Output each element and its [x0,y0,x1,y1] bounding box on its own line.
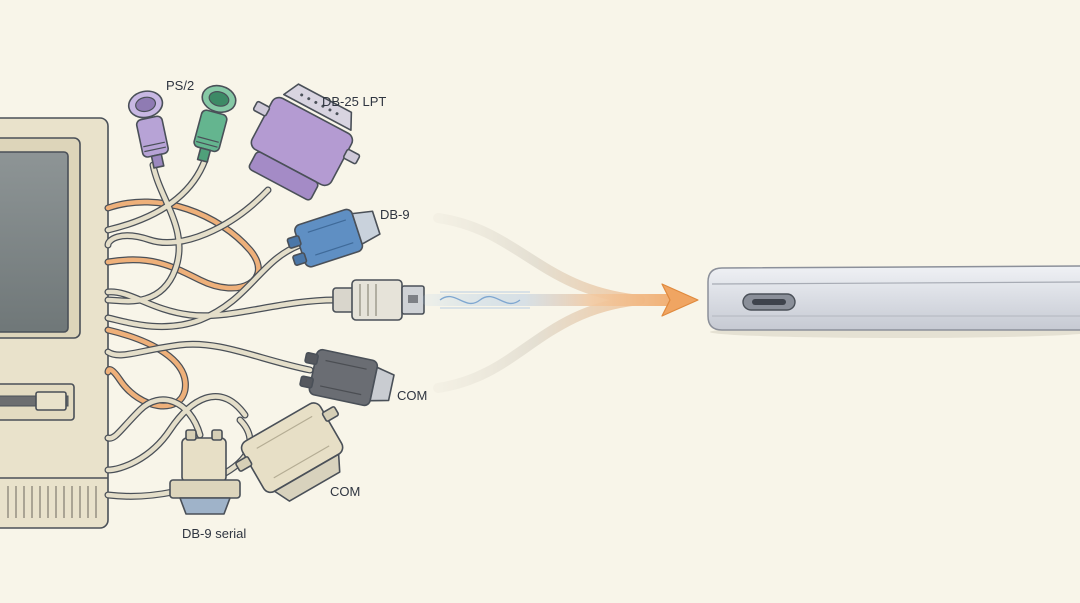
com-connector-dark [299,348,395,407]
tangled-cables [104,156,339,500]
com-label-upper: COM [397,388,427,403]
db9-label: DB-9 [380,207,410,222]
com-connector-beige [235,402,344,502]
ps2-connector-purple [127,90,169,169]
com-label-lower: COM [330,484,360,499]
db9-serial-connector [169,429,241,515]
db9-connector-blue [286,208,381,268]
ps2-label: PS/2 [166,78,194,93]
crt-screen [0,151,69,333]
db25-lpt-connector [248,83,361,201]
usb-a-connector [332,279,425,321]
modern-laptop [707,265,1080,338]
vent-grille [7,486,97,518]
ps2-connector-green [193,84,237,163]
db25-lpt-label: DB-25 LPT [322,94,386,109]
convergence-arrow [422,213,699,393]
vintage-computer [0,117,109,529]
db9-serial-label: DB-9 serial [182,526,246,541]
